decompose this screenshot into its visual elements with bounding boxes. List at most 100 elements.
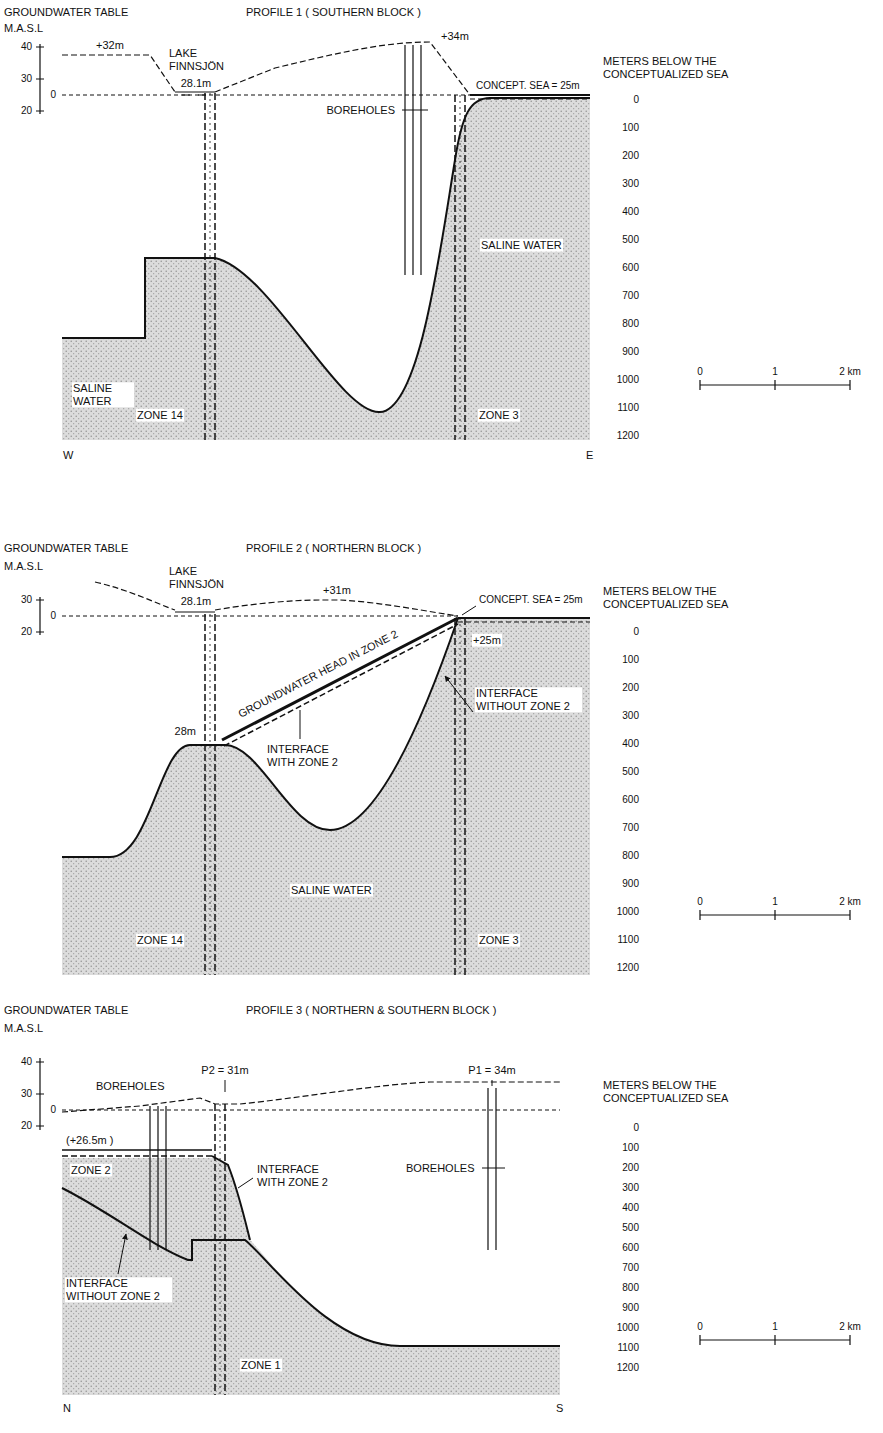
fracture-zone <box>205 93 465 440</box>
lake-level: 28.1m <box>180 77 213 90</box>
scale-value: 2 km <box>838 1321 862 1333</box>
conceptual-sea <box>470 95 590 99</box>
lake-surface <box>175 612 215 613</box>
borehole-label: BOREHOLES <box>326 104 396 117</box>
depth-value: 900 <box>621 346 640 358</box>
saline-interface <box>212 1156 250 1240</box>
groundwater-head-line <box>224 624 458 746</box>
zone-label: ZONE 1 <box>240 1359 282 1372</box>
scale-value: 2 km <box>838 896 862 908</box>
lake-surface <box>175 611 215 612</box>
scale-value: 2 km <box>838 366 862 378</box>
depth-value: 100 <box>621 122 640 134</box>
saline-water-area <box>62 618 590 975</box>
sea-level-note: CONCEPT. SEA = 25m <box>475 80 581 92</box>
fracture-zone <box>215 1104 225 1395</box>
depth-value: 100 <box>621 1142 640 1154</box>
depth-value: 100 <box>621 654 640 666</box>
lake-level: 28.1m <box>180 595 213 608</box>
lake-surface <box>175 92 215 95</box>
interface-label: INTERFACE WITHOUT ZONE 2 <box>475 687 582 712</box>
depth-value: 1100 <box>616 402 640 414</box>
groundwater-table <box>95 582 458 616</box>
depth-value: 0 <box>632 94 640 106</box>
elevation-axis <box>36 1058 44 1130</box>
depth-value: 300 <box>621 710 640 722</box>
axis-unit: M.A.S.L <box>3 560 44 573</box>
depth-value: 400 <box>621 206 640 218</box>
axis-heading: GROUNDWATER TABLE <box>3 542 129 555</box>
depth-value: 1200 <box>616 1362 640 1374</box>
saline-interface <box>62 1188 560 1346</box>
depth-value: 600 <box>621 262 640 274</box>
profile-title: PROFILE 3 ( NORTHERN & SOUTHERN BLOCK ) <box>245 1004 497 1017</box>
zone-2-head <box>62 1150 212 1156</box>
elevation-value: 20 <box>20 1120 33 1132</box>
head-value: P2 = 31m <box>200 1064 249 1077</box>
axis-heading: METERS BELOW THE CONCEPTUALIZED SEA <box>602 585 744 610</box>
interface-label: INTERFACE WITH ZONE 2 <box>266 743 353 768</box>
elevation-axis <box>36 44 44 114</box>
axis-heading: GROUNDWATER TABLE <box>3 6 129 19</box>
depth-value: 700 <box>621 822 640 834</box>
zero-level-line <box>62 616 458 617</box>
scale-value: 1 <box>771 366 779 378</box>
interface-label: INTERFACE WITHOUT ZONE 2 <box>65 1277 172 1302</box>
depth-value: 1200 <box>616 430 640 442</box>
head-tick <box>225 1080 492 1092</box>
water-label: SALINE WATER <box>480 239 563 252</box>
depth-value: 500 <box>621 1222 640 1234</box>
groundwater-head-line <box>222 618 458 740</box>
depth-value: 200 <box>621 150 640 162</box>
zero-level-line <box>62 95 470 96</box>
depth-value: 1100 <box>616 1342 640 1354</box>
zone-2-head <box>62 1149 212 1151</box>
leader-arrow <box>118 1178 253 1274</box>
axis-unit: M.A.S.L <box>3 22 44 35</box>
scale-bar <box>700 1335 850 1345</box>
head-label: GROUNDWATER HEAD IN ZONE 2 <box>235 627 401 721</box>
scale-value: 1 <box>771 1321 779 1333</box>
saline-interface <box>62 98 590 412</box>
elevation-note: +34m <box>440 30 470 43</box>
depth-value: 800 <box>621 850 640 862</box>
direction-label: S <box>555 1402 564 1415</box>
sea-level-note: CONCEPT. SEA = 25m <box>478 594 584 606</box>
saline-water-area <box>62 98 590 440</box>
scale-bar <box>700 910 850 920</box>
axis-unit: M.A.S.L <box>3 1022 44 1035</box>
depth-value: 400 <box>621 1202 640 1214</box>
fracture-zone <box>210 614 460 975</box>
direction-label: E <box>585 449 594 462</box>
depth-value: 800 <box>621 318 640 330</box>
elevation-value: 20 <box>20 626 33 638</box>
zone-label: ZONE 3 <box>478 934 520 947</box>
scale-value: 0 <box>696 1321 704 1333</box>
zone-label: ZONE 14 <box>136 409 184 422</box>
fracture-zone <box>205 614 465 975</box>
axis-heading: METERS BELOW THE CONCEPTUALIZED SEA <box>602 55 744 80</box>
direction-label: N <box>62 1402 72 1415</box>
zero-level-line <box>62 1110 560 1111</box>
depth-value: 1200 <box>616 962 640 974</box>
depth-value: 300 <box>621 178 640 190</box>
depth-value: 600 <box>621 1242 640 1254</box>
elevation-value: 40 <box>20 1056 33 1068</box>
elevation-axis <box>36 1058 44 1130</box>
depth-value: 700 <box>621 290 640 302</box>
interface-label: INTERFACE WITH ZONE 2 <box>256 1163 350 1188</box>
elevation-value: 30 <box>20 73 33 85</box>
profile-title: PROFILE 1 ( SOUTHERN BLOCK ) <box>245 6 422 19</box>
zero-mark: 0 <box>49 89 57 101</box>
depth-value: 900 <box>621 878 640 890</box>
depth-value: 0 <box>632 1122 640 1134</box>
elevation-note: +31m <box>322 584 352 597</box>
depth-value: 500 <box>621 766 640 778</box>
conceptual-sea <box>458 618 590 622</box>
depth-value: 500 <box>621 234 640 246</box>
lake-name: LAKE FINNSJÖN <box>168 565 242 590</box>
water-label: SALINE WATER <box>72 382 134 407</box>
saline-interface <box>62 1156 560 1346</box>
axis-heading: METERS BELOW THE CONCEPTUALIZED SEA <box>602 1079 744 1104</box>
